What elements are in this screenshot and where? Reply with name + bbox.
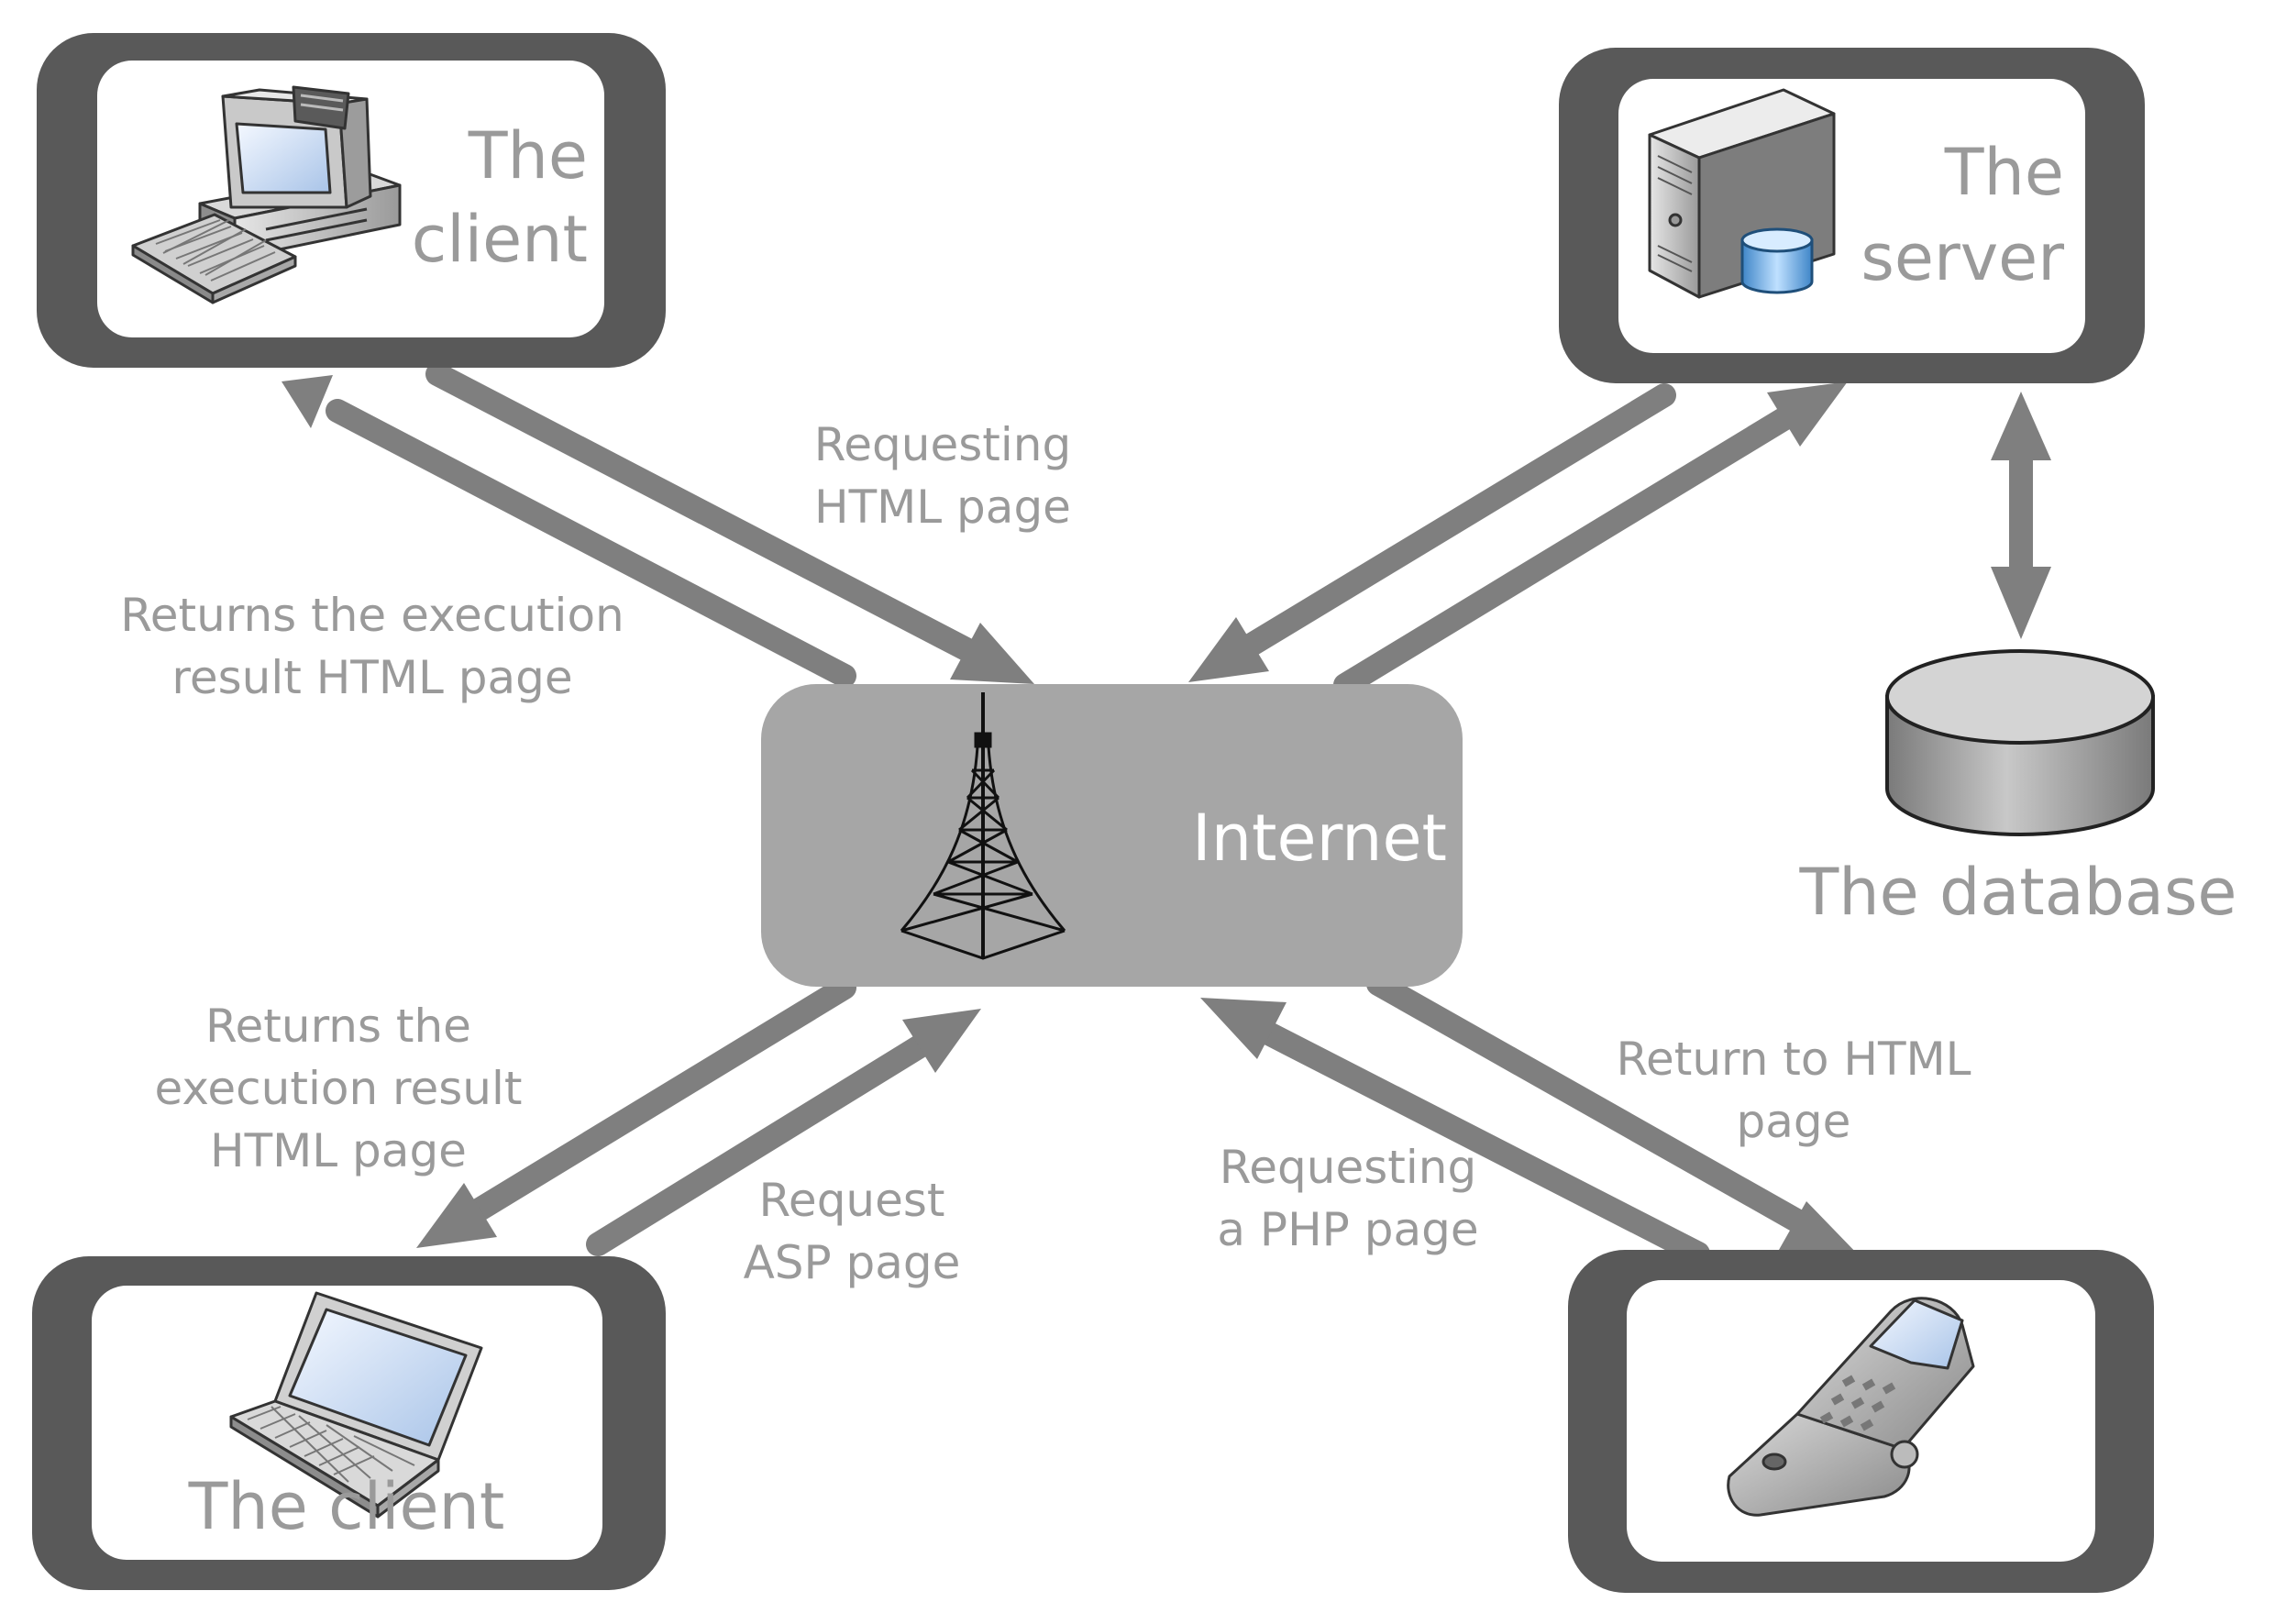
- arrow-internet-to-server: [1333, 381, 1848, 697]
- label-returns-bottom-line2: execution result: [154, 1062, 522, 1115]
- radio-tower-icon: [900, 692, 1066, 960]
- internet-title: Internet: [1192, 801, 1447, 876]
- laptop-icon: [229, 1291, 483, 1519]
- label-requesting-html-line2: HTML page: [814, 481, 1071, 534]
- flip-phone-icon: [1727, 1297, 1975, 1517]
- arrow-internet-to-client: [282, 375, 856, 688]
- label-requesting-php-page: Requesting a PHP page: [1217, 1141, 1478, 1256]
- server-node: The server: [1559, 48, 2145, 383]
- label-request-asp-line2: ASP page: [744, 1236, 961, 1289]
- arrow-server-database: [1991, 392, 2051, 639]
- client-top-title-line2: client: [412, 202, 588, 277]
- desktop-computer-icon: [131, 85, 402, 304]
- client-top-title-line1: The: [468, 118, 588, 193]
- label-return-html-line2: page: [1737, 1095, 1851, 1148]
- arrow-internet-to-laptop: [416, 976, 856, 1248]
- label-returns-top-line1: Returns the execution: [120, 589, 624, 642]
- server-title-line2: server: [1861, 220, 2064, 295]
- arrow-phone-to-internet: [1200, 998, 1710, 1265]
- arrow-laptop-to-internet: [586, 1009, 981, 1256]
- client-bottom-title: The client: [188, 1469, 505, 1544]
- label-requesting-php-line1: Requesting: [1220, 1141, 1476, 1194]
- label-returns-execution-bottom: Returns the execution result HTML page: [154, 1000, 522, 1177]
- database-title: The database: [1799, 855, 2237, 930]
- label-return-html-line1: Return to HTML: [1616, 1033, 1971, 1086]
- label-request-asp-page: Request ASP page: [744, 1174, 961, 1289]
- label-returns-execution-top: Returns the execution result HTML page: [120, 589, 624, 704]
- database-node: The database: [1799, 649, 2237, 930]
- mobile-phone-node: [1568, 1250, 2154, 1593]
- label-requesting-html-line1: Requesting: [814, 418, 1071, 471]
- server-title-line1: The: [1944, 135, 2064, 210]
- storage-badge-icon: [1740, 227, 1814, 294]
- label-returns-bottom-line3: HTML page: [210, 1124, 467, 1177]
- internet-node: Internet: [761, 684, 1463, 987]
- arrow-server-to-internet: [1188, 383, 1676, 682]
- arrow-client-to-internet: [425, 362, 1034, 684]
- label-return-to-html-page: Return to HTML page: [1616, 1033, 1971, 1148]
- label-requesting-php-line2: a PHP page: [1217, 1203, 1478, 1256]
- client-desktop-node: The client: [37, 33, 666, 368]
- database-cylinder-icon: [1885, 649, 2155, 836]
- label-request-asp-line1: Request: [758, 1174, 944, 1227]
- label-requesting-html-page: Requesting HTML page: [814, 418, 1071, 534]
- label-returns-top-line2: result HTML page: [171, 651, 572, 704]
- hub-panel: [761, 684, 1463, 987]
- label-returns-bottom-line1: Returns the: [205, 1000, 471, 1053]
- client-laptop-node: The client: [32, 1256, 666, 1590]
- arrow-internet-to-phone: [1366, 972, 1861, 1258]
